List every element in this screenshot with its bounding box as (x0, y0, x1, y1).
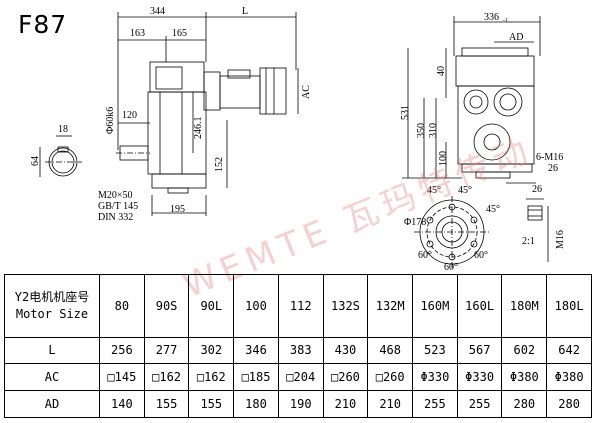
angle-45-left: 45° (427, 185, 441, 196)
dim-246-1: 246.1 (193, 117, 204, 140)
table-cell: Φ380 (501, 363, 548, 392)
dim-64: 64 (30, 156, 41, 166)
table-cell: Φ330 (456, 363, 503, 392)
size-cell: 132S (322, 274, 369, 338)
row-label: AC (4, 363, 100, 392)
header-cn: Y2电机机座号 (14, 289, 90, 304)
motor-size-table: Y2电机机座号 Motor Size 80 90S 90L 100 112 13… (4, 274, 592, 418)
size-cell: 112 (277, 274, 324, 338)
table-cell: 277 (143, 336, 190, 365)
dim-26-depth: 26 (548, 163, 558, 174)
table-cell: 602 (501, 336, 548, 365)
angle-45-top: 45° (458, 185, 472, 196)
table-cell: □260 (367, 363, 414, 392)
table-cell: 567 (456, 336, 503, 365)
table-cell: 190 (277, 390, 324, 418)
table-cell: □162 (143, 363, 190, 392)
size-cell: 180M (501, 274, 548, 338)
table-cell: Φ380 (546, 363, 592, 392)
dim-phi60k6: Φ60k6 (105, 107, 116, 134)
size-cell: 160M (412, 274, 458, 338)
angle-60-right: 60° (474, 250, 488, 261)
table-cell: 155 (143, 390, 190, 418)
table-cell: 346 (233, 336, 279, 365)
size-cell: 132M (367, 274, 414, 338)
table-cell: 468 (367, 336, 414, 365)
model-title: F87 (18, 10, 68, 39)
dim-18: 18 (58, 124, 68, 135)
table-cell: 302 (188, 336, 235, 365)
angle-45-right: 45° (486, 204, 500, 215)
technical-drawing: 344 L 163 165 AC 120 Φ60k6 246.1 152 195… (30, 6, 566, 270)
table-cell: 642 (546, 336, 592, 365)
table-cell: 255 (456, 390, 503, 418)
angle-60-bottom: 60° (444, 262, 458, 270)
table-cell: □162 (188, 363, 235, 392)
dim-40: 40 (436, 66, 447, 76)
table-cell: 140 (99, 390, 145, 418)
dim-26: 26 (532, 184, 542, 195)
table-cell: 280 (546, 390, 592, 418)
dim-120: 120 (122, 110, 137, 121)
dim-6-m16: 6-M16 (536, 152, 563, 163)
table-cell: □260 (322, 363, 369, 392)
table-cell: 210 (367, 390, 414, 418)
table-cell: □145 (99, 363, 145, 392)
row-label: AD (4, 390, 100, 418)
dim-152: 152 (214, 157, 225, 172)
dim-AD: AD (509, 32, 523, 43)
dim-163: 163 (130, 28, 145, 39)
size-cell: 100 (233, 274, 279, 338)
table-cell: 180 (233, 390, 279, 418)
table-row-AD: AD 140 155 155 180 190 210 210 255 255 2… (4, 390, 592, 418)
table-cell: 523 (412, 336, 458, 365)
table-cell: 430 (322, 336, 369, 365)
spec-thread: M20×50 (98, 190, 133, 201)
spec-standard-din: DIN 332 (98, 212, 133, 223)
table-cell: 155 (188, 390, 235, 418)
dim-350: 350 (416, 123, 427, 138)
table-row-AC: AC □145 □162 □162 □185 □204 □260 □260 Φ3… (4, 363, 592, 392)
size-cell: 90L (188, 274, 235, 338)
size-cell: 180L (546, 274, 592, 338)
angle-60-left: 60° (418, 250, 432, 261)
dim-AC: AC (301, 85, 312, 99)
dim-m16: M16 (555, 230, 566, 249)
scale-label: 2:1 (522, 236, 535, 247)
size-cell: 90S (143, 274, 190, 338)
dim-336-tolerance: -1 (503, 18, 508, 24)
row-label: L (4, 336, 100, 365)
table-row-L: L 256 277 302 346 383 430 468 523 567 60… (4, 336, 592, 365)
header-cell: Y2电机机座号 Motor Size (4, 274, 100, 338)
table-cell: 280 (501, 390, 548, 418)
table-cell: 383 (277, 336, 324, 365)
size-cell: 160L (456, 274, 503, 338)
dim-531: 531 (400, 105, 411, 120)
dim-phi178: Φ178 (404, 217, 426, 228)
table-cell: 256 (99, 336, 145, 365)
table-cell: 255 (412, 390, 458, 418)
table-cell: □185 (233, 363, 279, 392)
table-cell: 210 (322, 390, 369, 418)
spec-standard-gb: GB/T 145 (98, 201, 138, 212)
header-en: Motor Size (15, 306, 89, 321)
dim-344: 344 (150, 6, 165, 17)
table-header-row: Y2电机机座号 Motor Size 80 90S 90L 100 112 13… (4, 274, 592, 338)
dim-336: 336 (484, 12, 499, 23)
dim-L: L (242, 6, 248, 17)
dim-100: 100 (438, 151, 449, 166)
dim-310: 310 (428, 123, 439, 138)
table-cell: Φ330 (412, 363, 458, 392)
table-cell: □204 (277, 363, 324, 392)
dim-195: 195 (170, 204, 185, 215)
size-cell: 80 (99, 274, 145, 338)
dim-165: 165 (172, 28, 187, 39)
